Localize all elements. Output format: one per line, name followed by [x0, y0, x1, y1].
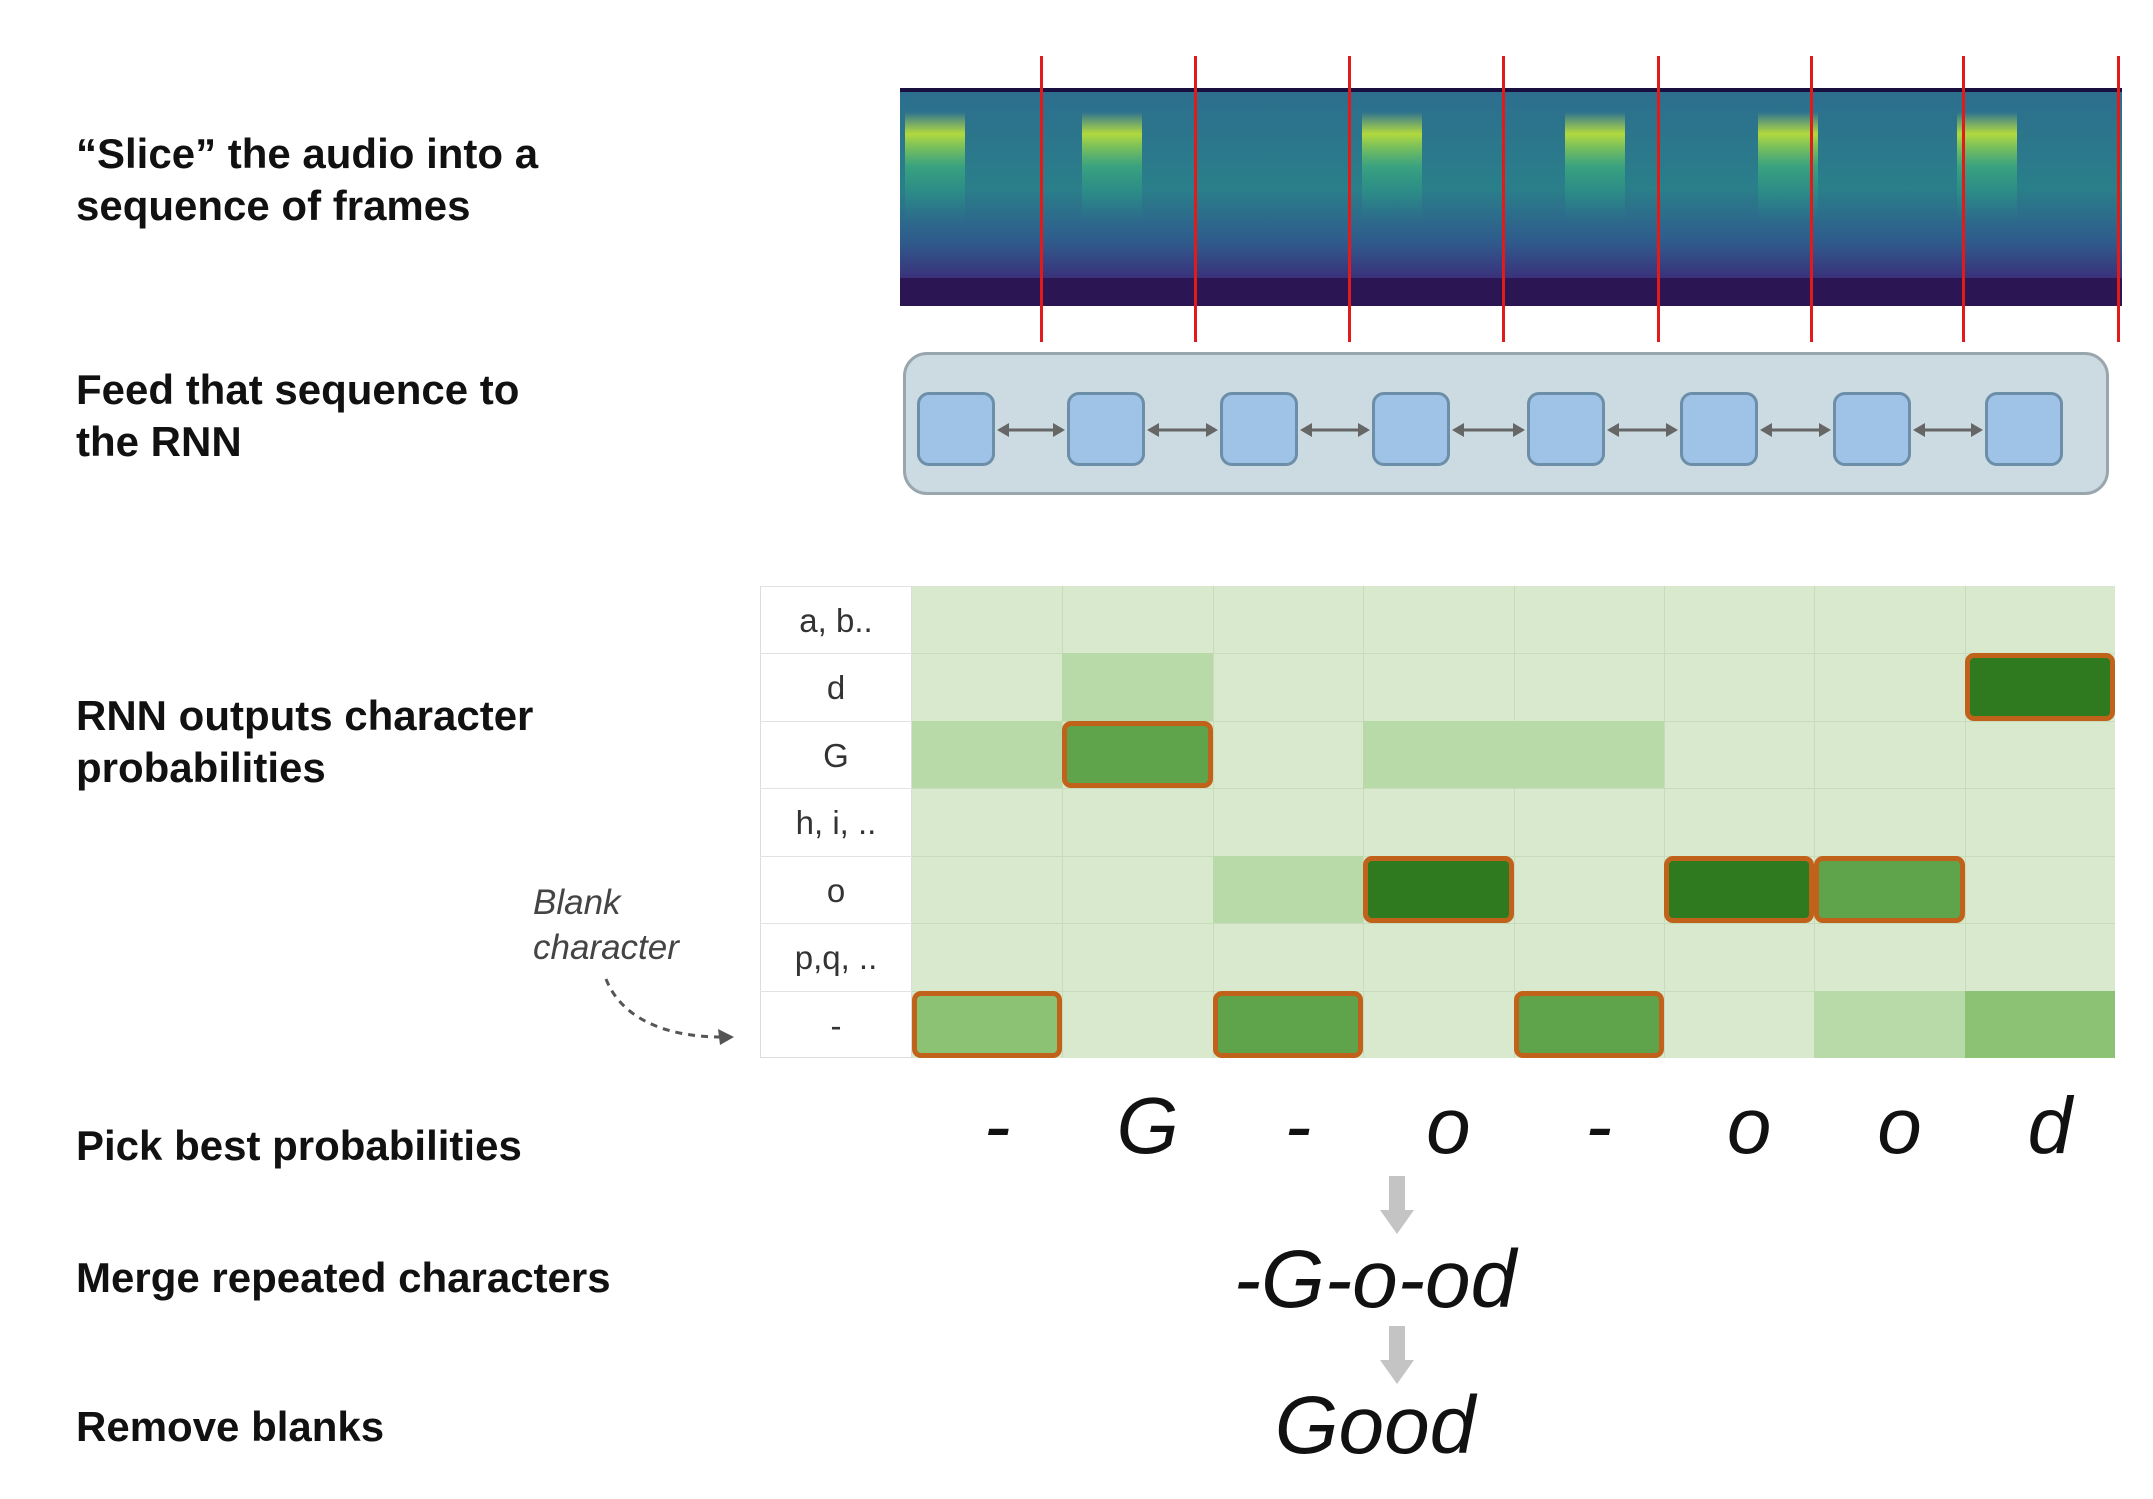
- speech-energy-burst: [1082, 112, 1142, 222]
- bidirectional-arrow-icon: [1452, 423, 1525, 437]
- grid-divider: [912, 653, 2115, 655]
- step-remove-blanks-label: Remove blanks: [76, 1403, 385, 1450]
- best-probability-cell: [1363, 855, 1514, 924]
- speech-energy-burst: [905, 112, 965, 222]
- best-character: d: [2027, 1081, 2073, 1170]
- grid-divider: [912, 788, 2115, 790]
- bidirectional-arrow-icon: [1913, 423, 1983, 437]
- rnn-cell: [1833, 392, 1911, 466]
- bidirectional-arrow-icon: [997, 423, 1065, 437]
- speech-energy-burst: [1957, 112, 2017, 222]
- step-merge-label: Merge repeated characters: [76, 1254, 611, 1301]
- grid-divider: [1062, 586, 1064, 1058]
- audio-spectrogram: [900, 88, 2122, 306]
- grid-divider: [1212, 586, 1214, 1058]
- frame-divider-line: [1810, 56, 1813, 342]
- frame-divider-line: [1657, 56, 1660, 342]
- best-character: -: [1284, 1081, 1312, 1170]
- best-character: -: [1585, 1081, 1612, 1170]
- best-probability-cell: [912, 990, 1063, 1058]
- grid-row-label: G: [760, 720, 912, 788]
- rnn-cell: [1372, 392, 1450, 466]
- rnn-cell: [1680, 392, 1758, 466]
- rnn-cell: [1067, 392, 1145, 466]
- frame-divider-line: [1194, 56, 1197, 342]
- spectrogram-image: [900, 92, 2122, 306]
- grid-row-label: o: [760, 855, 912, 923]
- probability-cell: [1062, 653, 1213, 721]
- grid-divider: [912, 923, 2115, 925]
- frame-divider-line: [1962, 56, 1965, 342]
- best-character: G: [1116, 1081, 1179, 1170]
- best-probability-cell: [1212, 990, 1364, 1058]
- step-pick-best-label: Pick best probabilities: [76, 1122, 522, 1169]
- frame-divider-line: [1502, 56, 1505, 342]
- grid-divider: [1513, 586, 1515, 1058]
- best-probability-cell: [1663, 855, 1815, 924]
- best-character: o: [1426, 1081, 1471, 1170]
- grid-row-label: -: [760, 990, 912, 1058]
- frame-divider-line: [2117, 56, 2120, 342]
- grid-row-label: h, i, ..: [760, 788, 912, 855]
- probability-cell: [1363, 720, 1514, 789]
- rnn-cell: [1220, 392, 1298, 466]
- arrow-down-icon: [1380, 1176, 1414, 1234]
- blank-character-note: Blank character: [533, 883, 679, 967]
- speech-energy-burst: [1758, 112, 1818, 222]
- grid-divider: [1663, 586, 1665, 1058]
- rnn-cell: [917, 392, 995, 466]
- rnn-cell: [1527, 392, 1605, 466]
- grid-divider: [912, 855, 2115, 857]
- probability-cell: [1964, 990, 2115, 1058]
- probability-cell: [912, 720, 1063, 789]
- bidirectional-arrow-icon: [1607, 423, 1678, 437]
- frame-divider-line: [1040, 56, 1043, 342]
- best-probability-cell: [1964, 653, 2115, 721]
- best-probability-cell: [1814, 855, 1965, 924]
- speech-energy-burst: [1362, 112, 1422, 222]
- grid-divider: [912, 990, 2115, 992]
- grid-row-label: p,q, ..: [760, 923, 912, 990]
- grid-divider: [1363, 586, 1365, 1058]
- rnn-cell: [1985, 392, 2063, 466]
- best-character: o: [1726, 1081, 1772, 1170]
- best-character: o: [1877, 1081, 1922, 1170]
- grid-row-label: a, b..: [760, 586, 912, 653]
- bidirectional-arrow-icon: [1147, 423, 1218, 437]
- best-character: -: [983, 1081, 1011, 1170]
- final-word: Good: [1274, 1380, 1476, 1471]
- grid-divider: [1814, 586, 1816, 1058]
- best-probability-cell: [1513, 990, 1664, 1058]
- step-rnn-outputs-label: RNN outputs character probabilities: [76, 692, 534, 791]
- probability-cell: [1814, 990, 1965, 1058]
- probability-cell: [1212, 855, 1364, 924]
- merged-sequence: -G-o-od: [1233, 1234, 1517, 1325]
- bidirectional-arrow-icon: [1300, 423, 1370, 437]
- probability-cell: [1513, 720, 1664, 789]
- bidirectional-arrow-icon: [1760, 423, 1831, 437]
- speech-energy-burst: [1565, 112, 1625, 222]
- blank-note-arrow: [604, 978, 734, 1045]
- arrow-down-icon: [1380, 1326, 1414, 1384]
- frame-divider-line: [1348, 56, 1351, 342]
- best-probability-cell: [1062, 720, 1213, 789]
- grid-row-label: d: [760, 653, 912, 720]
- step-slice-label: “Slice” the audio into a sequence of fra…: [76, 130, 539, 229]
- grid-divider: [1964, 586, 1966, 1058]
- step-feed-rnn-label: Feed that sequence to the RNN: [76, 366, 520, 465]
